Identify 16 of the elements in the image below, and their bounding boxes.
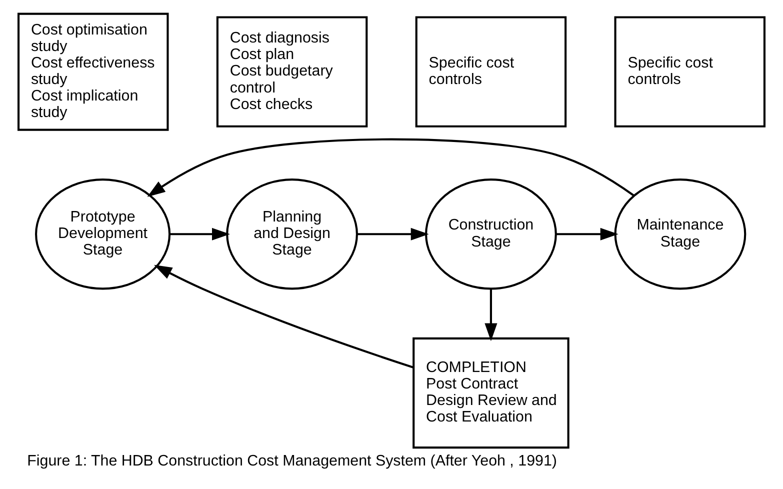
arrow	[154, 264, 414, 368]
arrow	[169, 228, 230, 240]
node-box: Specific cost controls	[614, 16, 766, 128]
node-box: Cost optimisation study Cost effectiveness study Cost implication study	[18, 12, 169, 131]
node-ellipse: Planning and Design Stage	[226, 178, 358, 290]
node-ellipse: Prototype Development Stage	[35, 178, 171, 290]
arrow	[484, 288, 498, 342]
caption: Figure 1: The HDB Construction Cost Management System (After Yeoh , 1991)	[27, 452, 557, 470]
arrow	[357, 228, 429, 240]
node-ellipse: Maintenance Stage	[614, 178, 746, 290]
arrow	[556, 228, 618, 240]
node-box: Cost diagnosis Cost plan Cost budgetary control Cost checks	[216, 16, 368, 128]
node-box: COMPLETION Post Contract Design Review and Cost Evaluation	[412, 337, 570, 449]
arrow	[147, 138, 634, 197]
node-box: Specific cost controls	[415, 16, 567, 128]
node-ellipse: Construction Stage	[425, 178, 557, 290]
